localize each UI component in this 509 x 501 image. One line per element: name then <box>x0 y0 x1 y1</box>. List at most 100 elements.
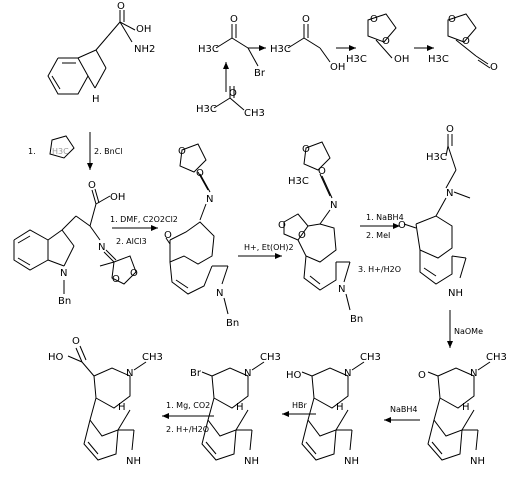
label-n-c: N <box>330 200 337 211</box>
label-o-4: O <box>382 36 390 47</box>
label-o-7: O <box>490 62 498 73</box>
label-nh-e: NH <box>470 456 485 467</box>
cond-red-2: 2. MeI <box>366 231 390 240</box>
label-h3c-5: H3C <box>196 104 217 115</box>
label-h3c-3: H3C <box>346 54 367 65</box>
label-ho-f: HO <box>286 370 302 381</box>
step-reduction: 1. NaBH4 2. MeI 3. H+/H2O <box>358 213 404 274</box>
label-nh2: NH2 <box>134 44 155 55</box>
label-h3c-1: H3C <box>198 44 219 55</box>
intermediate-aminoketone: H3C O N O NH <box>398 124 471 299</box>
label-oh-a: OH <box>110 192 125 203</box>
cond-grig-1: 1. Mg, CO2 <box>166 401 210 410</box>
label-ch3-h: CH3 <box>142 352 163 363</box>
cond-grig-2: 2. H+/H2O <box>166 425 209 434</box>
label-o-b2: O <box>196 168 204 179</box>
label-o-5: O <box>448 14 456 25</box>
label-br-g: Br <box>190 368 202 379</box>
label-n-e: N <box>470 368 477 379</box>
label-h3c-d: H3C <box>426 152 447 163</box>
cond-red-3: 3. H+/H2O <box>358 265 401 274</box>
label-oh-2: OH <box>330 62 345 73</box>
cond-borohydride: NaBH4 <box>390 405 417 414</box>
label-h-h: H <box>118 402 126 413</box>
label-o-c2: O <box>318 166 326 177</box>
cond-acetal: H+, Et(OH)2 <box>244 243 294 252</box>
label-o-h: O <box>72 336 80 347</box>
label-nh: H <box>92 94 100 105</box>
intermediate-alcohol: HO N CH3 H NH <box>286 352 381 467</box>
label-n-d: N <box>446 188 453 199</box>
label-h3c-c: H3C <box>288 176 309 187</box>
label-n-b2: N <box>216 288 223 299</box>
label-o-c4: O <box>298 230 306 241</box>
cond-red-1: 1. NaBH4 <box>366 213 404 222</box>
label-h-f: H <box>336 402 344 413</box>
label-o-6: O <box>462 36 470 47</box>
label-br-1: Br <box>254 68 266 79</box>
tryptophan-structure: OH O NH2 H <box>47 1 155 105</box>
label-oh-3: OH <box>394 54 409 65</box>
step-carboxylation: 1. Mg, CO2 2. H+/H2O <box>162 401 214 434</box>
label-nh-d: NH <box>448 288 463 299</box>
label-nh-f: NH <box>344 456 359 467</box>
label-h-g: H <box>236 402 244 413</box>
label-h3c-2: H3C <box>270 44 291 55</box>
label-bn-c: Bn <box>350 314 363 325</box>
label-o-a2: O <box>112 274 120 285</box>
cond-hbr: HBr <box>292 401 308 410</box>
label-nh-h: NH <box>126 456 141 467</box>
label-o-c1: O <box>302 144 310 155</box>
label-ch3-e: CH3 <box>486 352 507 363</box>
step-acetalization: H+, Et(OH)2 <box>238 243 294 259</box>
label-ho-h: HO <box>48 352 64 363</box>
label-ch3-g: CH3 <box>260 352 281 363</box>
label-n-b: N <box>206 194 213 205</box>
label-o-1: O <box>230 14 238 25</box>
intermediate-imine-acid: OH O N O O N Bn <box>13 180 138 307</box>
label-ch3-5: CH3 <box>244 108 265 119</box>
label-h-e: H <box>462 402 470 413</box>
cond-acyl-2: 2. AlCl3 <box>116 237 147 246</box>
label-o: O <box>117 1 125 12</box>
label-o-d1: O <box>446 124 454 135</box>
bromoacetone-route: H3C O Br H3C O OH O O H3C OH O O H3C O <box>196 13 498 119</box>
label-o-3: O <box>370 14 378 25</box>
label-n-a2: N <box>60 268 67 279</box>
intermediate-tetracyclic-ketone: O N CH3 H NH <box>418 352 507 467</box>
cond-step-1: 1. <box>28 147 36 156</box>
label-n-f: N <box>344 368 351 379</box>
label-o-a3: O <box>130 268 138 279</box>
step-bromination: HBr <box>282 401 316 417</box>
label-h3c-4: H3C <box>428 54 449 65</box>
intermediate-bis-acetal: O O H3C N O O N Bn <box>278 141 363 325</box>
step-cyclization: NaOMe <box>447 310 483 348</box>
intermediate-ketone-tricycle: O O N O N Bn <box>164 143 239 329</box>
label-o-b3: O <box>164 230 172 241</box>
label-bn-a: Bn <box>58 296 71 307</box>
label-n-h: N <box>126 368 133 379</box>
label-bn-b: Bn <box>226 318 239 329</box>
label-oh: OH <box>136 24 151 35</box>
label-o-2: O <box>302 14 310 25</box>
step-acylation: 1. DMF, C2O2Cl2 2. AlCl3 <box>110 215 178 246</box>
label-n-g: N <box>244 368 251 379</box>
product-lysergic-acid: HO O N CH3 H NH <box>48 336 163 467</box>
label-o-b1: O <box>178 146 186 157</box>
label-n-c2: N <box>338 284 345 295</box>
label-o-a: O <box>88 180 96 191</box>
step-borohydride: NaBH4 <box>384 405 420 423</box>
cond-base: NaOMe <box>454 327 483 336</box>
step-benzylation: 1. H3C 2. BnCl <box>28 132 123 170</box>
cond-step-2: 2. BnCl <box>94 147 123 156</box>
label-o-e: O <box>418 370 426 381</box>
label-o-8: O <box>229 88 237 99</box>
label-ch3-f: CH3 <box>360 352 381 363</box>
cond-acyl-1: 1. DMF, C2O2Cl2 <box>110 215 178 224</box>
cond-step-1-faint: H3C <box>52 147 69 156</box>
label-nh-g: NH <box>244 456 259 467</box>
label-o-d2: O <box>398 220 406 231</box>
label-o-c3: O <box>278 220 286 231</box>
label-n-a: N <box>98 242 105 253</box>
